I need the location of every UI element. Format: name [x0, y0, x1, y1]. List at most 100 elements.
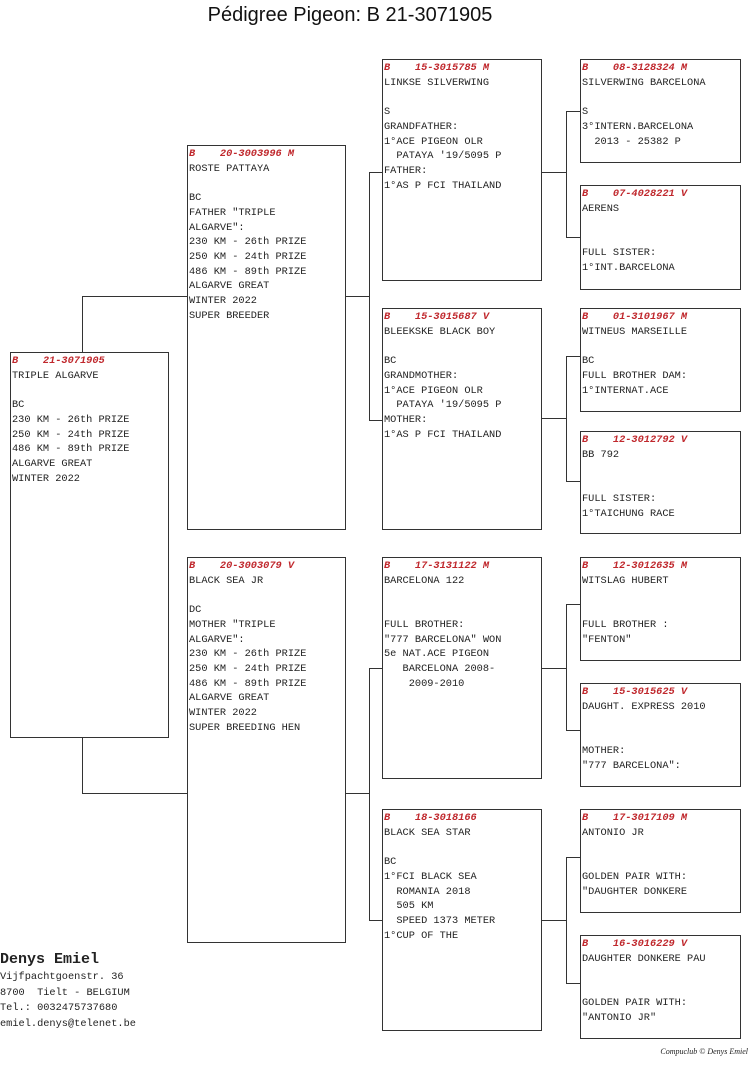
- note-line: 250 KM - 24th PRIZE: [189, 250, 307, 263]
- connector: [566, 237, 580, 238]
- note-line: [582, 714, 740, 729]
- note-line: ALGARVE GREAT: [189, 692, 270, 705]
- note-line: [582, 462, 740, 477]
- note-line: MOTHER "TRIPLE: [189, 618, 276, 631]
- note-line: [582, 90, 740, 105]
- note-line: [582, 216, 740, 231]
- connector: [566, 857, 580, 858]
- connector: [566, 356, 580, 357]
- note-line: BARCELONA 2008-: [384, 662, 496, 675]
- note-line: 1°INT.BARCELONA: [582, 261, 675, 274]
- note-line: BC: [582, 355, 595, 368]
- pigeon-name: BLEEKSKE BLACK BOY: [384, 325, 496, 338]
- connector: [542, 418, 567, 419]
- note-line: [582, 588, 740, 603]
- note-line: BC: [12, 399, 25, 412]
- connector: [369, 920, 382, 921]
- note-line: GRANDMOTHER:: [384, 369, 459, 382]
- note-line: ALGARVE GREAT: [189, 280, 270, 293]
- note-line: [582, 840, 740, 855]
- note-line: FULL SISTER:: [582, 492, 657, 505]
- note-line: S: [582, 106, 589, 119]
- note-line: SUPER BREEDING HEN: [189, 721, 301, 734]
- connector: [82, 738, 83, 794]
- note-line: ROMANIA 2018: [384, 885, 471, 898]
- note-line: FULL SISTER:: [582, 246, 657, 259]
- note-line: 1°CUP OF THE: [384, 929, 459, 942]
- note-line: BC: [384, 355, 397, 368]
- connector: [566, 481, 580, 482]
- note-line: 5e NAT.ACE PIGEON: [384, 648, 490, 661]
- note-line: FATHER:: [384, 164, 428, 177]
- owner-address: Vijfpachtgoenstr. 36: [0, 971, 124, 983]
- connector: [566, 604, 580, 605]
- note-line: PATAYA '19/5095 P: [384, 150, 502, 163]
- note-line: 230 KM - 26th PRIZE: [189, 236, 307, 249]
- connector: [82, 296, 187, 297]
- note-line: 250 KM - 24th PRIZE: [189, 662, 307, 675]
- pigeon-name: BARCELONA 122: [384, 574, 465, 587]
- note-line: GOLDEN PAIR WITH:: [582, 996, 688, 1009]
- note-line: [582, 477, 740, 492]
- note-line: [582, 855, 740, 870]
- ring-number: B 15-3015625 V: [582, 686, 688, 698]
- connector: [542, 920, 567, 921]
- connector: [369, 172, 382, 173]
- connector: [82, 296, 83, 352]
- note-line: 486 KM - 89th PRIZE: [189, 265, 307, 278]
- note-line: [384, 840, 541, 855]
- note-line: 230 KM - 26th PRIZE: [189, 648, 307, 661]
- note-line: [582, 231, 740, 246]
- note-line: BC: [384, 856, 397, 869]
- connector: [369, 420, 382, 421]
- owner-city: 8700 Tielt - BELGIUM: [0, 986, 130, 999]
- note-line: 1°AS P FCI THAILAND: [384, 179, 502, 192]
- note-line: 230 KM - 26th PRIZE: [12, 413, 130, 426]
- pigeon-name: BLACK SEA JR: [189, 574, 264, 587]
- ring-number: B 20-3003079 V: [189, 560, 295, 572]
- connector: [542, 172, 567, 173]
- note-line: 1°ACE PIGEON OLR: [384, 135, 483, 148]
- note-line: "DAUGHTER DONKERE: [582, 885, 688, 898]
- owner-tel: Tel.: 0032475737680: [0, 1002, 118, 1014]
- note-line: 1°TAICHUNG RACE: [582, 507, 675, 520]
- ring-number: B 08-3128324 M: [582, 62, 688, 74]
- pigeon-name: ANTONIO JR: [582, 826, 644, 839]
- connector: [542, 668, 567, 669]
- connector: [566, 730, 580, 731]
- owner-email: emiel.denys@telenet.be: [0, 1017, 136, 1030]
- ring-number: B 15-3015785 M: [384, 62, 490, 74]
- pigeon-name: BLACK SEA STAR: [384, 826, 471, 839]
- note-line: [384, 339, 541, 354]
- note-line: 1°ACE PIGEON OLR: [384, 384, 483, 397]
- note-line: DC: [189, 604, 202, 617]
- note-line: 486 KM - 89th PRIZE: [189, 677, 307, 690]
- note-line: ALGARVE GREAT: [12, 457, 93, 470]
- note-line: WINTER 2022: [12, 472, 80, 485]
- connector: [566, 356, 567, 481]
- note-line: [384, 603, 541, 618]
- note-line: 3°INTERN.BARCELONA: [582, 120, 694, 133]
- note-line: 486 KM - 89th PRIZE: [12, 443, 130, 456]
- note-line: 1°FCI BLACK SEA: [384, 870, 477, 883]
- note-line: FATHER "TRIPLE: [189, 206, 276, 219]
- page-title: Pédigree Pigeon: B 21-3071905: [207, 4, 493, 26]
- pigeon-name: TRIPLE ALGARVE: [12, 369, 99, 382]
- note-line: MOTHER:: [582, 744, 626, 757]
- owner-block: Denys Emiel Vijfpachtgoenstr. 36 8700 Ti…: [0, 950, 136, 1032]
- note-line: FULL BROTHER :: [582, 618, 669, 631]
- ring-number: B 17-3131122 M: [384, 560, 490, 572]
- ring-number: B 20-3003996 M: [189, 148, 295, 160]
- connector: [566, 111, 567, 237]
- note-line: [582, 729, 740, 744]
- note-line: [189, 588, 345, 603]
- ring-number: B 12-3012792 V: [582, 434, 688, 446]
